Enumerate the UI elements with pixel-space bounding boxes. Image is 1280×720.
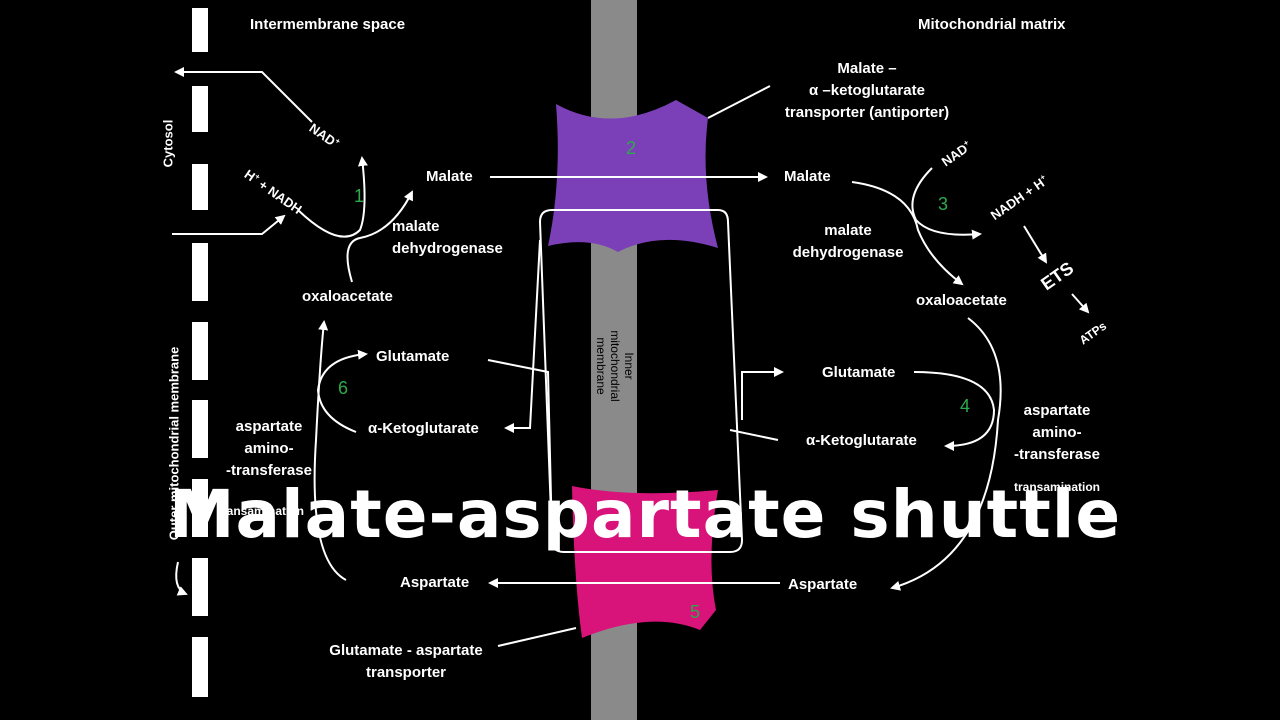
right-akg-line [729, 429, 779, 441]
step-5: 5 [690, 602, 701, 622]
intermembrane-label: Intermembrane space [250, 16, 406, 33]
right-akg: α-Ketoglutarate [806, 432, 917, 449]
step-1: 1 [354, 186, 365, 206]
nadh-to-ets [1023, 225, 1048, 264]
right-oxaloacetate: oxaloacetate [916, 292, 1007, 309]
antiporter-label: Malate – α –ketoglutarate transporter (a… [770, 58, 964, 124]
left-aat-line3: -transferase [226, 462, 312, 479]
glu-asp-pointer [497, 627, 577, 647]
left-enzyme: malate dehydrogenase [392, 216, 503, 260]
right-enzyme: malate dehydrogenase [786, 220, 910, 264]
left-malate: Malate [426, 168, 473, 185]
inner-membrane-label: Inner mitochondrial membrane [594, 317, 636, 415]
right-enzyme-line1: malate [824, 222, 872, 239]
step-3: 3 [938, 194, 949, 214]
right-aat-line3: -transferase [1014, 446, 1100, 463]
antiporter-line1: Malate – [837, 60, 897, 77]
left-enzyme-line1: malate [392, 218, 440, 235]
cytosol-in-arrow [172, 214, 286, 235]
antiporter-line3: transporter (antiporter) [784, 104, 950, 121]
inner-membrane-line2: mitochondrial [608, 330, 622, 402]
right-aat: aspartate amino- -transferase [1010, 400, 1104, 466]
right-malate-to-oaa [851, 181, 964, 286]
left-oaa-to-malate [346, 190, 413, 283]
right-aat-line1: aspartate [1023, 402, 1091, 419]
antiporter-line2: α –ketoglutarate [809, 82, 925, 99]
ets-to-atps [1071, 293, 1090, 314]
left-nadh-to-nad [297, 156, 368, 238]
left-akg: α-Ketoglutarate [368, 420, 479, 437]
right-transamination: transamination [1014, 480, 1101, 494]
cytosol-label: Cytosol [160, 119, 176, 168]
left-aat: aspartate amino- -transferase [226, 416, 312, 482]
step-4: 4 [960, 396, 971, 416]
shuttle-loop [538, 209, 744, 553]
glu-asp-line2: transporter [365, 664, 447, 681]
right-malate: Malate [784, 168, 831, 185]
cytosol-out-arrow [174, 67, 313, 123]
left-oxaloacetate: oxaloacetate [302, 288, 393, 305]
glu-asp-line1: Glutamate - aspartate [329, 642, 483, 659]
right-aspartate: Aspartate [788, 576, 858, 593]
step-2: 2 [626, 138, 637, 158]
right-glutamate: Glutamate [822, 364, 896, 381]
left-transamination: transamination [218, 504, 305, 518]
matrix-label: Mitochondrial matrix [918, 16, 1066, 33]
outer-membrane-dashes [192, 8, 208, 697]
left-akg-arrow [504, 239, 541, 433]
right-enzyme-line2: dehydrogenase [792, 244, 904, 261]
video-title: Malate-aspartate shuttle [168, 476, 1122, 553]
left-aspartate: Aspartate [400, 574, 470, 591]
right-glu-to-akg [913, 371, 996, 451]
right-oaa-to-asp [890, 317, 1002, 591]
step-6: 6 [338, 378, 349, 398]
left-glutamate: Glutamate [376, 348, 450, 365]
left-akg-to-glu [316, 349, 368, 433]
left-enzyme-line2: dehydrogenase [392, 240, 503, 257]
left-aat-line2: amino- [244, 440, 294, 457]
outer-membrane-arrow [175, 561, 188, 596]
right-aat-line2: amino- [1032, 424, 1082, 441]
left-asp-to-oaa [313, 320, 347, 581]
inner-membrane-line3: membrane [594, 337, 608, 395]
left-aat-line1: aspartate [235, 418, 303, 435]
glu-asp-transporter-label: Glutamate - aspartate transporter [316, 640, 496, 684]
right-nad-to-nadh [911, 167, 982, 240]
right-glu-arrow [741, 367, 784, 420]
inner-membrane-line1: Inner [622, 352, 636, 380]
glutamate-aspartate-transporter [572, 486, 718, 638]
antiporter-pointer [707, 85, 771, 119]
left-glu-line [487, 359, 553, 541]
